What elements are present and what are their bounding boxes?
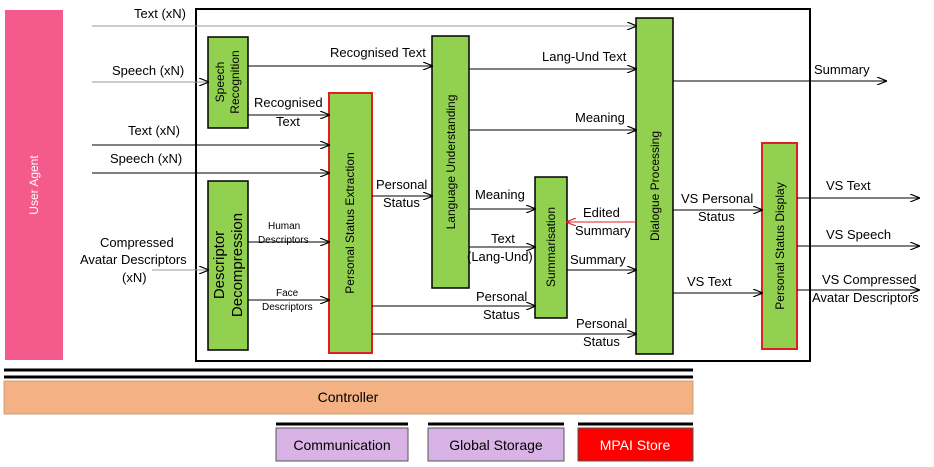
user-agent-block	[5, 10, 63, 360]
personal-status-display-module	[761, 142, 798, 350]
lang-und-text-label: Lang-Und Text	[542, 49, 627, 64]
descriptor-decompression-label-1: Descriptor	[211, 231, 228, 299]
vs-text-out-label: VS Text	[826, 178, 871, 193]
human-descriptors-label-2: Descriptors	[258, 235, 309, 246]
ps-to-dialogue-label-1: Personal	[576, 316, 627, 331]
speech-recognition-label-1: Speech	[213, 62, 227, 103]
personal-status-label-1: Personal	[376, 177, 427, 192]
edited-summary-label-2: Summary	[575, 223, 631, 238]
personal-status-label-2: Status	[383, 195, 420, 210]
vs-compressed-label-1: VS Compressed	[822, 272, 917, 287]
descriptor-decompression-module	[207, 180, 249, 351]
summary-to-dp-label: Summary	[570, 252, 626, 267]
global-storage-label: Global Storage	[449, 437, 543, 453]
recognised-text-top-label: Recognised Text	[330, 45, 426, 60]
compressed-label-1: Compressed	[100, 235, 174, 250]
meaning-label: Meaning	[475, 187, 525, 202]
meaning-top-label: Meaning	[575, 110, 625, 125]
main-container	[195, 8, 811, 362]
user-agent-label: User Agent	[27, 155, 41, 215]
communication-block	[275, 427, 409, 462]
personal-status-extraction-label: Personal Status Extraction	[343, 152, 357, 293]
speech-recognition-label-2: Recognition	[228, 50, 242, 113]
text-lang-und-label-1: Text	[491, 231, 515, 246]
personal-status-display-label: Personal Status Display	[773, 182, 787, 309]
vs-compressed-label-2: Avatar Descriptors	[812, 290, 919, 305]
ps-to-dialogue-label-2: Status	[583, 334, 620, 349]
recognised-text-label-2: Text	[276, 114, 300, 129]
communication-label: Communication	[293, 437, 390, 453]
descriptor-decompression-label-2: Decompression	[229, 213, 246, 317]
text-in-top-label: Text (xN)	[134, 6, 186, 21]
dialogue-processing-module	[635, 17, 674, 355]
speech-in-top-label: Speech (xN)	[112, 63, 184, 78]
compressed-label-3: (xN)	[122, 270, 147, 285]
vs-text-in-label: VS Text	[687, 274, 732, 289]
mpai-store-block	[577, 427, 694, 462]
speech-in-label: Speech (xN)	[110, 151, 182, 166]
text-lang-und-label-2: (Lang-Und)	[467, 249, 533, 264]
edited-summary-label-1: Edited	[583, 205, 620, 220]
compressed-label-2: Avatar Descriptors	[80, 252, 187, 267]
mpai-store-label: MPAI Store	[600, 437, 671, 453]
vs-personal-status-label-2: Status	[698, 209, 735, 224]
face-descriptors-label-1: Face	[276, 288, 299, 299]
ps-to-summarisation-label-1: Personal	[476, 289, 527, 304]
human-descriptors-label-1: Human	[268, 221, 300, 232]
global-storage-block	[427, 427, 565, 462]
face-descriptors-label-2: Descriptors	[262, 302, 313, 313]
summarisation-label: Summarisation	[544, 207, 558, 287]
language-understanding-label: Language Understanding	[444, 95, 458, 230]
vs-personal-status-label-1: VS Personal	[681, 191, 753, 206]
language-understanding-module	[431, 35, 470, 289]
controller-block	[3, 380, 694, 415]
summary-out-label: Summary	[814, 62, 870, 77]
text-in-label: Text (xN)	[128, 123, 180, 138]
controller-label: Controller	[318, 389, 379, 405]
recognised-text-label-1: Recognised	[254, 95, 323, 110]
ps-to-summarisation-label-2: Status	[483, 307, 520, 322]
vs-speech-out-label: VS Speech	[826, 227, 891, 242]
dialogue-processing-label: Dialogue Processing	[648, 131, 662, 241]
personal-status-extraction-module	[328, 92, 373, 354]
speech-recognition-module	[207, 36, 249, 129]
